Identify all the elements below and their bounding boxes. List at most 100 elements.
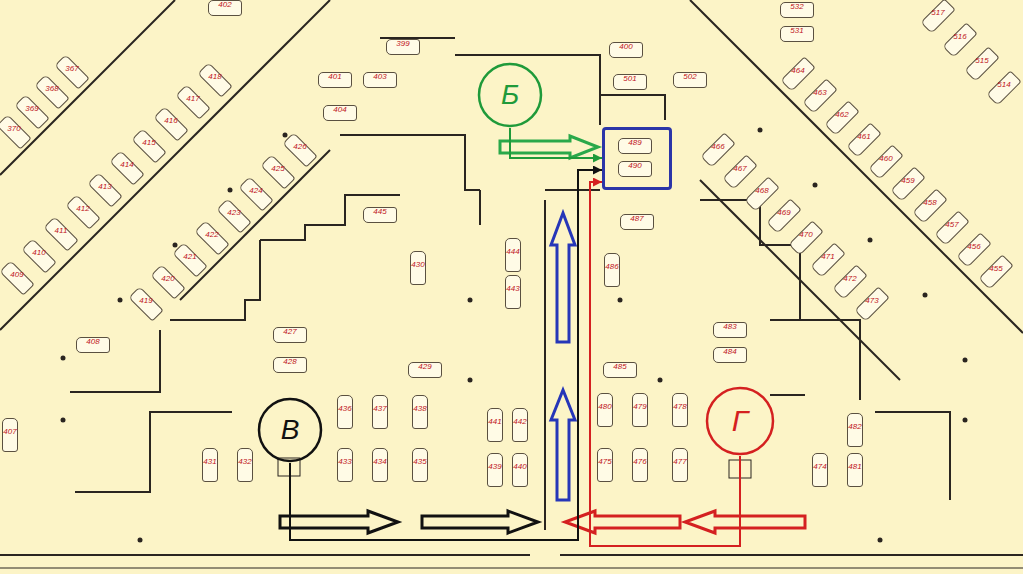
wall [770, 394, 805, 396]
parking-space: 404 [323, 105, 357, 121]
parking-space: 461 [847, 132, 881, 148]
wall [545, 189, 600, 191]
column [658, 378, 663, 383]
space-number: 456 [957, 242, 991, 251]
space-number: 368 [35, 84, 69, 93]
space-number: 427 [273, 327, 307, 336]
column [468, 298, 473, 303]
space-number: 487 [620, 214, 654, 223]
column [963, 358, 968, 363]
parking-space: 399 [386, 39, 420, 55]
parking-space: 474 [803, 462, 837, 478]
space-number: 482 [838, 422, 872, 431]
space-number: 401 [318, 72, 352, 81]
space-number: 477 [663, 457, 697, 466]
space-number: 434 [363, 457, 397, 466]
space-number: 532 [780, 2, 814, 11]
space-number: 416 [154, 116, 188, 125]
parking-space: 429 [408, 362, 442, 378]
space-number: 463 [803, 88, 837, 97]
space-number: 413 [88, 182, 122, 191]
parking-space: 368 [35, 84, 69, 100]
parking-space: 407 [0, 427, 27, 443]
space-number: 517 [921, 8, 955, 17]
parking-space: 421 [173, 252, 207, 268]
space-number: 468 [745, 186, 779, 195]
marker-circle: Б [477, 62, 543, 128]
parking-space: 443 [496, 284, 530, 300]
parking-space: 486 [595, 262, 629, 278]
marker-circle: Г [705, 386, 775, 456]
parking-space: 531 [780, 26, 814, 42]
space-number: 430 [401, 260, 435, 269]
parking-space: 477 [663, 457, 697, 473]
parking-space: 403 [363, 72, 397, 88]
circle-ring [259, 399, 321, 461]
space-number: 464 [781, 66, 815, 75]
parking-space: 457 [935, 220, 969, 236]
space-number: 439 [478, 462, 512, 471]
parking-space: 417 [176, 94, 210, 110]
space-number: 443 [496, 284, 530, 293]
parking-space: 414 [110, 160, 144, 176]
wall [75, 412, 232, 492]
parking-space: 402 [208, 0, 242, 16]
space-number: 457 [935, 220, 969, 229]
space-number: 418 [198, 72, 232, 81]
space-number: 459 [891, 176, 925, 185]
parking-space: 445 [363, 207, 397, 223]
parking-space: 475 [588, 457, 622, 473]
parking-space: 425 [261, 164, 295, 180]
parking-space: 517 [921, 8, 955, 24]
space-number: 423 [217, 208, 251, 217]
space-number: 455 [979, 264, 1013, 273]
wall [544, 200, 546, 530]
parking-space: 473 [855, 296, 889, 312]
space-number: 444 [496, 247, 530, 256]
space-number: 403 [363, 72, 397, 81]
parking-space: 444 [496, 247, 530, 263]
column [173, 243, 178, 248]
space-number: 433 [328, 457, 362, 466]
parking-space: 463 [803, 88, 837, 104]
column [878, 538, 883, 543]
wall [690, 0, 1023, 333]
space-number: 469 [767, 208, 801, 217]
space-number: 436 [328, 404, 362, 413]
parking-space: 400 [609, 42, 643, 58]
space-number: 473 [855, 296, 889, 305]
column [61, 418, 66, 423]
space-number: 501 [613, 74, 647, 83]
column [923, 293, 928, 298]
space-number: 483 [713, 322, 747, 331]
space-number: 470 [789, 230, 823, 239]
parking-space: 435 [403, 457, 437, 473]
parking-space: 458 [913, 198, 947, 214]
highlight-box: 489490 [602, 127, 672, 190]
parking-space: 440 [503, 462, 537, 478]
parking-space: 483 [713, 322, 747, 338]
wall [560, 554, 1023, 556]
column [118, 298, 123, 303]
space-number: 410 [22, 248, 56, 257]
parking-space: 502 [673, 72, 707, 88]
space-number: 516 [943, 32, 977, 41]
space-number: 460 [869, 154, 903, 163]
column [868, 238, 873, 243]
space-number: 438 [403, 404, 437, 413]
parking-space: 415 [132, 138, 166, 154]
parking-space: 411 [44, 226, 78, 242]
parking-space: 467 [723, 164, 757, 180]
space-number: 435 [403, 457, 437, 466]
space-number: 484 [713, 347, 747, 356]
parking-space: 469 [767, 208, 801, 224]
space-number: 475 [588, 457, 622, 466]
space-number: 461 [847, 132, 881, 141]
parking-space: 369 [15, 104, 49, 120]
wall [0, 0, 330, 330]
parking-space: 485 [603, 362, 637, 378]
space-number: 441 [478, 417, 512, 426]
space-number: 467 [723, 164, 757, 173]
parking-space: 480 [588, 402, 622, 418]
